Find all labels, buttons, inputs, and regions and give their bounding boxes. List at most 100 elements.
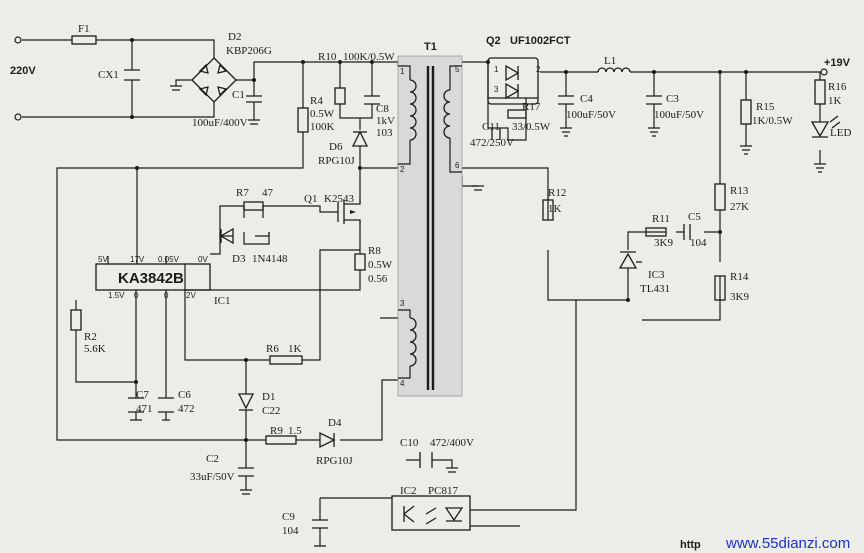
svg-text:0: 0 [164, 291, 169, 300]
svg-text:1: 1 [400, 67, 405, 76]
svg-text:1: 1 [494, 65, 499, 74]
svg-text:47: 47 [262, 187, 274, 199]
svg-text:RPG10J: RPG10J [318, 155, 355, 167]
svg-text:1K: 1K [548, 203, 562, 215]
resistor-r12: R12 1K [542, 187, 566, 221]
svg-text:104: 104 [690, 237, 707, 249]
svg-text:D4: D4 [328, 417, 342, 429]
led: LED [810, 115, 851, 139]
svg-text:1K: 1K [828, 95, 842, 107]
svg-text:T1: T1 [424, 41, 437, 53]
svg-text:C5: C5 [688, 211, 701, 223]
zener-d1: D1 C22 [237, 391, 280, 417]
svg-text:3K9: 3K9 [730, 291, 749, 303]
svg-text:IC1: IC1 [214, 295, 231, 307]
resistor-r7: R7 47 [236, 187, 274, 211]
svg-text:472: 472 [178, 403, 195, 415]
svg-text:103: 103 [376, 127, 393, 139]
svg-text:27K: 27K [730, 201, 749, 213]
svg-text:CX1: CX1 [98, 69, 119, 81]
svg-text:1.5: 1.5 [288, 425, 302, 437]
capacitor-cx1: CX1 [98, 69, 140, 81]
svg-text:R10: R10 [318, 51, 337, 63]
resistor-r10: R10 100K/0.5W [318, 51, 395, 105]
resistor-r8: R8 0.5W 0.56 [354, 245, 393, 285]
svg-text:KA3842B: KA3842B [118, 270, 184, 287]
svg-text:IC3: IC3 [648, 269, 665, 281]
svg-text:1N4148: 1N4148 [252, 253, 288, 265]
svg-text:Q1: Q1 [304, 193, 317, 205]
svg-text:471: 471 [136, 403, 153, 415]
optocoupler-ic2: IC2 PC817 [391, 485, 471, 531]
svg-text:472/250V: 472/250V [470, 137, 514, 149]
resistor-r16: R16 1K [814, 79, 847, 107]
resistor-r17: R17 33/0.5W [507, 101, 551, 133]
svg-text:1.5V: 1.5V [108, 291, 125, 300]
svg-text:R15: R15 [756, 101, 775, 113]
svg-text:2V: 2V [186, 291, 196, 300]
svg-text:D3: D3 [232, 253, 246, 265]
svg-text:472/400V: 472/400V [430, 437, 474, 449]
svg-text:R11: R11 [652, 213, 670, 225]
svg-text:3: 3 [400, 299, 405, 308]
watermark-prefix: http [680, 539, 701, 551]
resistor-r13: R13 27K [714, 183, 749, 213]
svg-text:33uF/50V: 33uF/50V [190, 471, 235, 483]
svg-text:1K: 1K [288, 343, 302, 355]
svg-text:C2: C2 [206, 453, 219, 465]
diode-d4: D4 RPG10J [316, 417, 353, 467]
svg-text:100K/0.5W: 100K/0.5W [343, 51, 395, 63]
ground-symbols [130, 85, 826, 547]
svg-text:0.5W: 0.5W [310, 108, 335, 120]
svg-text:0.5W: 0.5W [368, 259, 393, 271]
fuse-f1: F1 [71, 23, 97, 45]
svg-text:33/0.5W: 33/0.5W [512, 121, 551, 133]
svg-text:5.6K: 5.6K [84, 343, 106, 355]
svg-text:IC2: IC2 [400, 485, 417, 497]
svg-text:100uF/50V: 100uF/50V [566, 109, 616, 121]
svg-text:C10: C10 [400, 437, 419, 449]
diode-d3: D3 1N4148 [219, 227, 288, 265]
capacitor-c7: C7 471 [128, 389, 153, 415]
mosfet-q1: Q1 K2543 [304, 193, 361, 228]
svg-text:R8: R8 [368, 245, 381, 257]
svg-text:5V: 5V [98, 255, 108, 264]
svg-text:4: 4 [400, 379, 405, 388]
shunt-regulator-ic3: IC3 TL431 [618, 251, 670, 295]
svg-text:100uF/50V: 100uF/50V [654, 109, 704, 121]
svg-text:1K/0.5W: 1K/0.5W [752, 115, 793, 127]
svg-text:C9: C9 [282, 511, 295, 523]
svg-text:LED: LED [830, 127, 851, 139]
inductor-l1: L1 [597, 55, 631, 73]
svg-text:0: 0 [134, 291, 139, 300]
resistor-r15: R15 1K/0.5W [740, 99, 793, 127]
capacitor-c9: C9 104 [282, 511, 328, 546]
resistor-r4: R4 0.5W 100K [297, 95, 335, 133]
svg-text:C6: C6 [178, 389, 191, 401]
svg-text:3K9: 3K9 [654, 237, 673, 249]
capacitor-c5: C5 104 [683, 211, 707, 249]
svg-text:R14: R14 [730, 271, 749, 283]
capacitor-c10: C10 472/400V [400, 437, 474, 468]
resistor-r6: R6 1K [266, 343, 303, 365]
svg-text:F1: F1 [78, 23, 90, 35]
svg-text:R4: R4 [310, 95, 323, 107]
capacitor-c1: C1 100uF/400V [192, 89, 262, 129]
svg-text:TL431: TL431 [640, 283, 670, 295]
svg-text:C22: C22 [262, 405, 280, 417]
svg-text:PC817: PC817 [428, 485, 458, 497]
resistor-r2: R2 5.6K [70, 309, 106, 355]
resistor-r14: R14 3K9 [714, 271, 749, 303]
diode-d6: D6 RPG10J [318, 130, 369, 167]
svg-text:104: 104 [282, 525, 299, 537]
svg-text:1kV: 1kV [376, 115, 395, 127]
svg-text:UF1002FCT: UF1002FCT [510, 35, 571, 47]
dual-diode-q2: Q2 UF1002FCT 1 2 3 [486, 35, 571, 105]
bridge-rectifier-d2: D2 KBP206G [191, 31, 272, 103]
transformer-t1: T1 1 2 3 4 5 6 [397, 41, 463, 397]
svg-text:2: 2 [536, 65, 541, 74]
capacitor-c2: C2 33uF/50V [190, 453, 254, 483]
svg-text:D1: D1 [262, 391, 275, 403]
capacitor-c3: C3 100uF/50V [646, 93, 704, 121]
ic1-ka3842b: KA3842B IC1 5V 17V 0.05V 0V 1.5V 0 0 2V [95, 255, 231, 307]
